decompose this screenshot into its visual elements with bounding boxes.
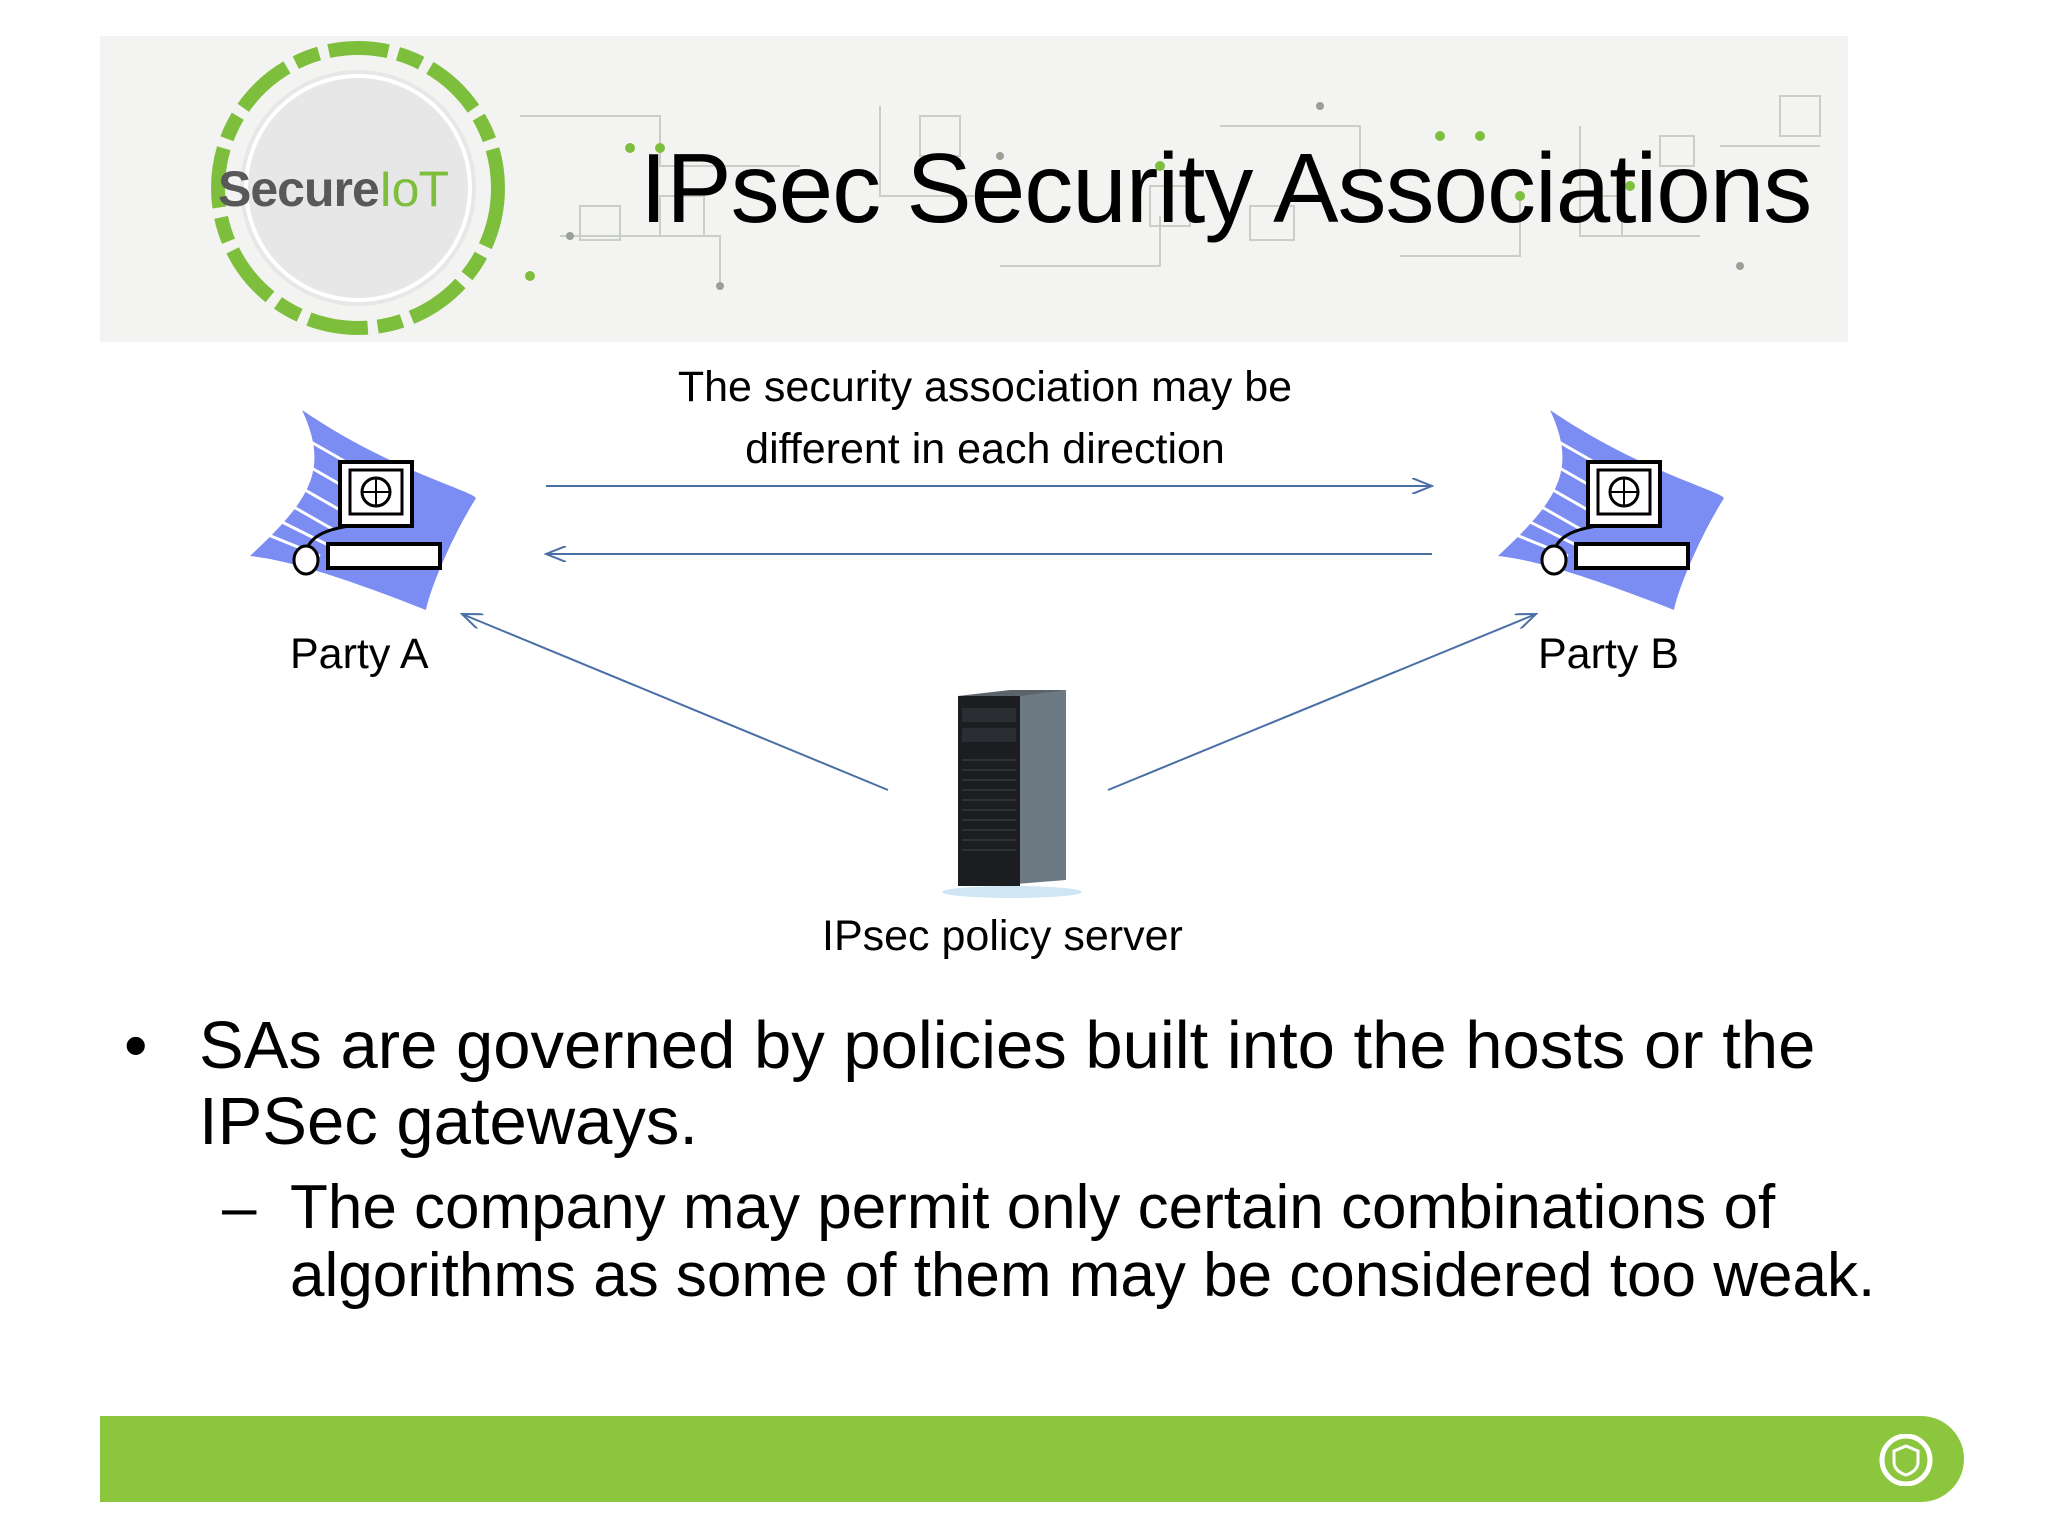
server-label: IPsec policy server [822,912,1183,960]
diagram-caption: The security association may be differen… [677,363,1293,473]
sub-bullet-text: The company may permit only certain comb… [290,1173,1876,1310]
bullet-text: SAs are governed by policies built into … [199,1008,1816,1159]
arrow-server-to-a [462,614,889,791]
computer-icon [1498,410,1724,610]
bullet-marker: • [124,1008,148,1083]
party-b-label: Party B [1538,630,1679,678]
header-banner: SecureIoT [100,36,1848,342]
server-icon [942,690,1082,898]
footer-bar [100,1416,1964,1502]
sub-bullet-marker: – [222,1173,257,1242]
circuit-pattern [211,41,1821,335]
arrow-server-to-b [1107,614,1536,791]
shield-icon [1879,1434,1933,1486]
computer-icon [250,410,476,610]
logo-text: SecureIoT [218,161,449,217]
slide-title: IPsec Security Associations [640,133,1812,243]
party-a-label: Party A [290,630,429,678]
